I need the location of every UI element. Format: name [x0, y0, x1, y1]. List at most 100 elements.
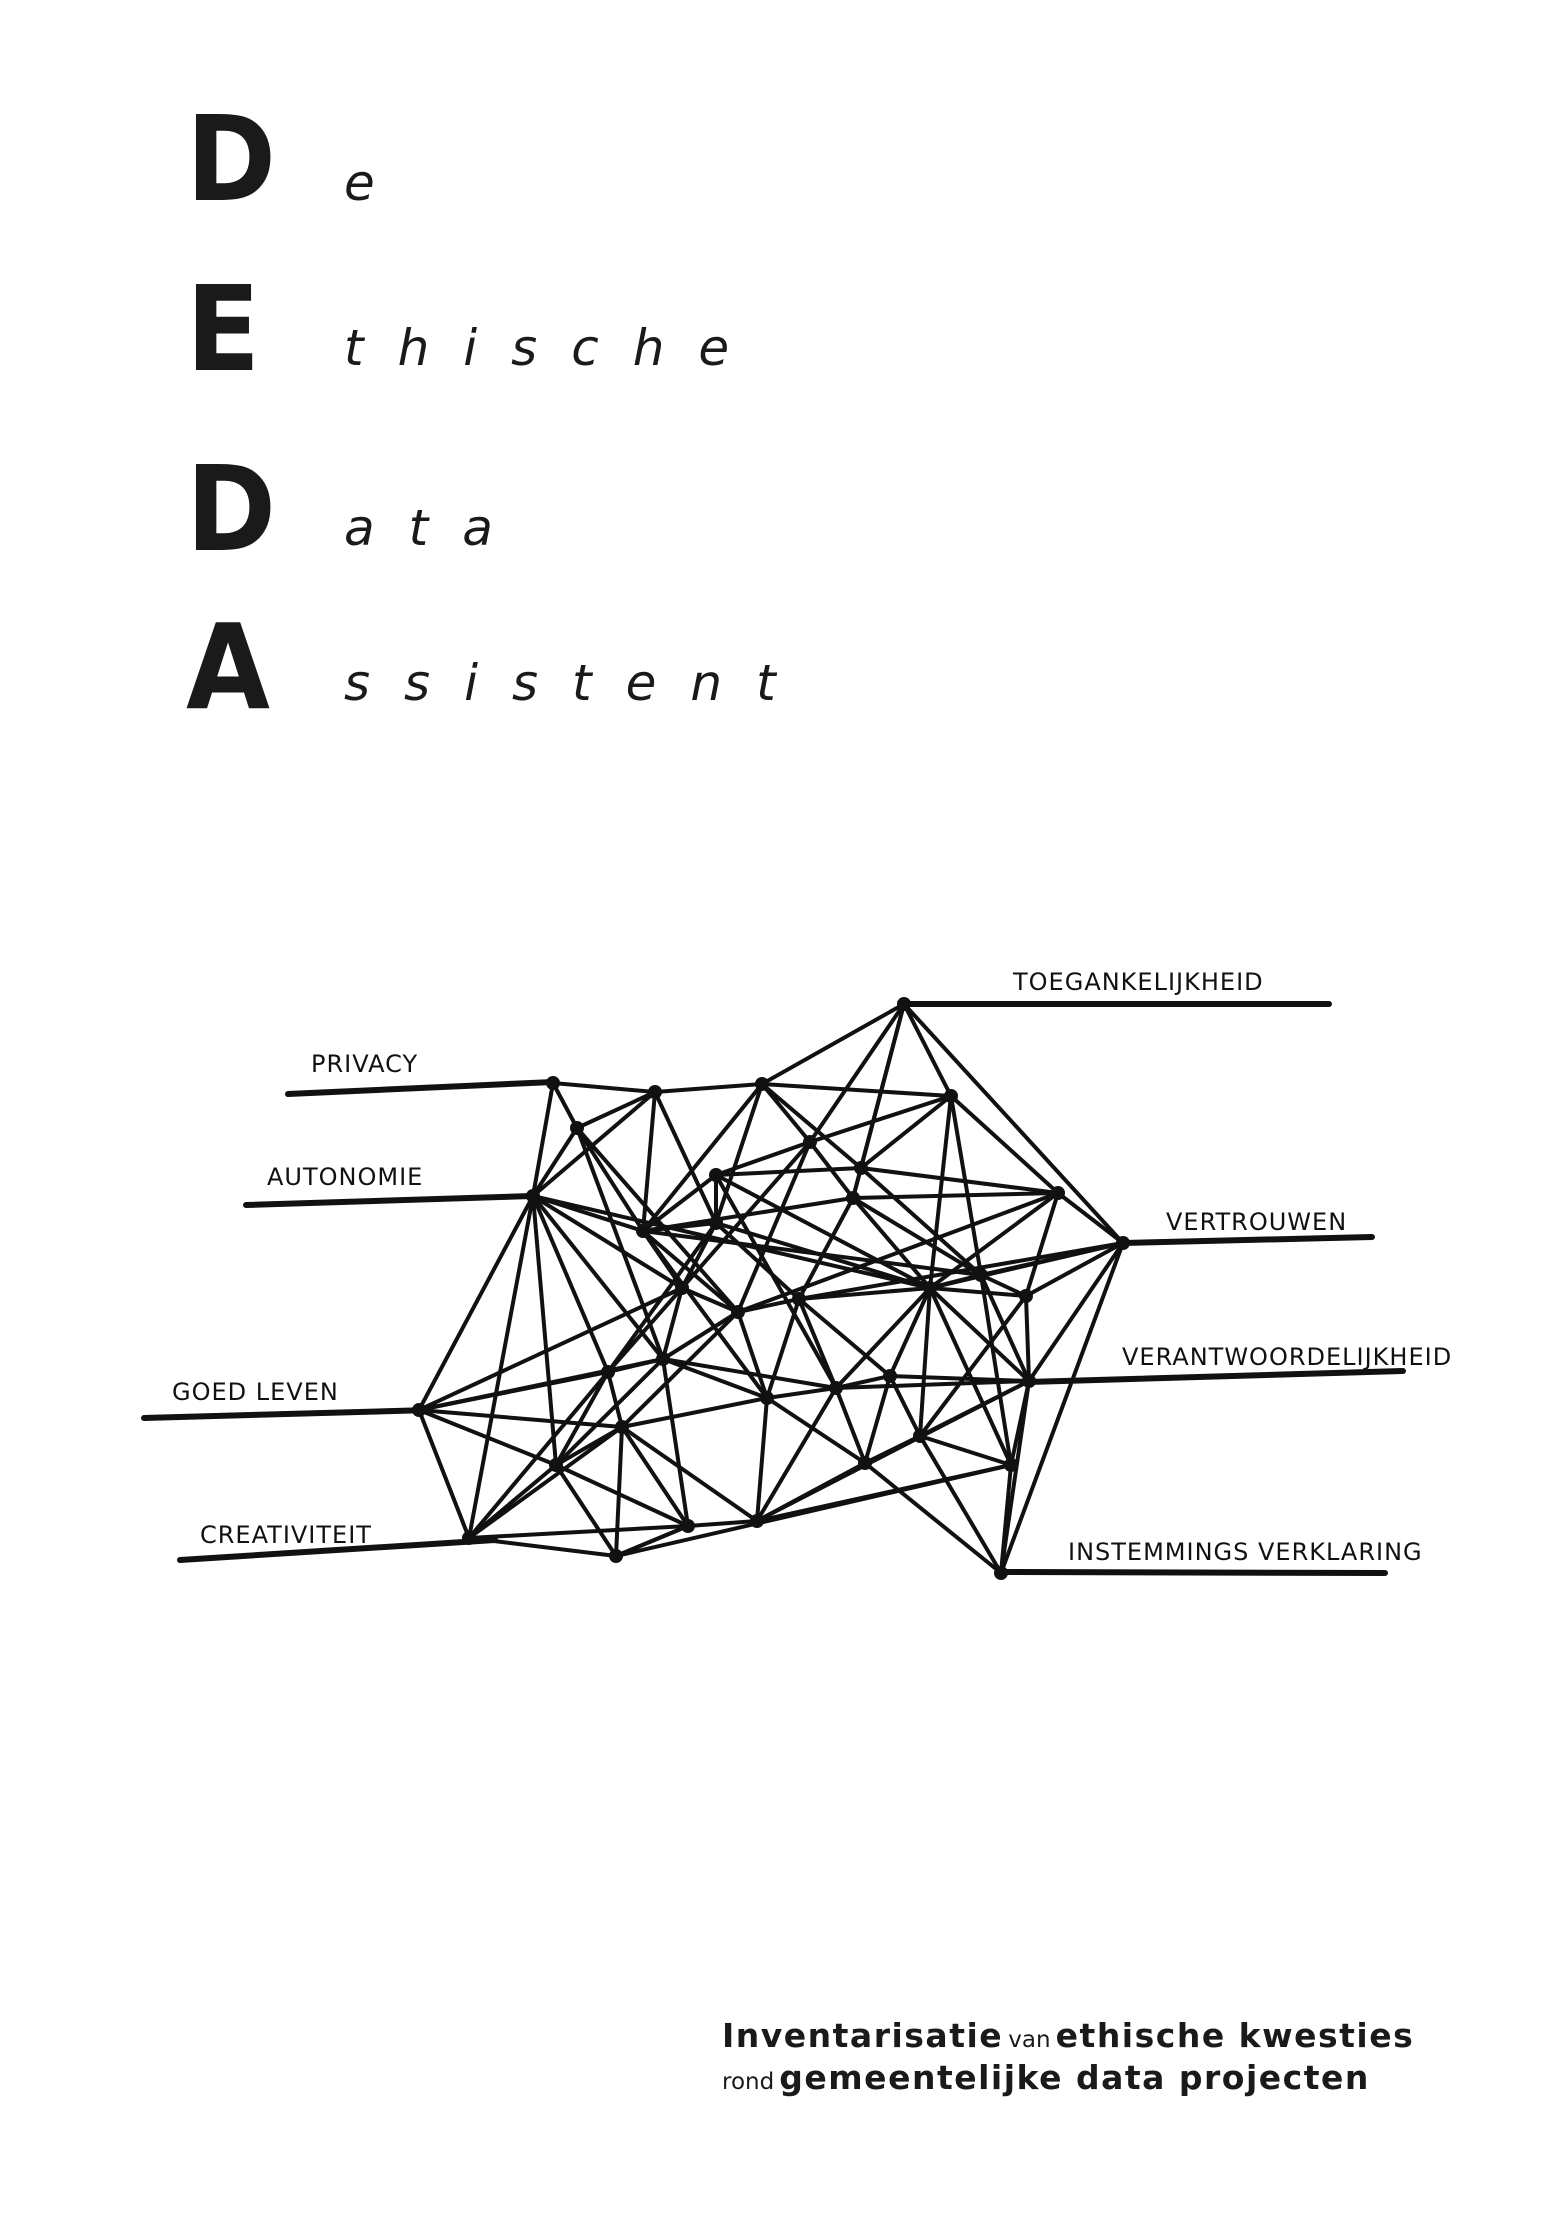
network-edge — [620, 1425, 759, 1523]
network-node — [609, 1549, 623, 1563]
network-edge — [918, 1294, 1028, 1438]
network-edge — [760, 1082, 812, 1144]
network-edge — [417, 1286, 684, 1412]
network-edge — [797, 1286, 932, 1301]
network-edge — [614, 1463, 1013, 1558]
network-edge — [928, 1286, 1013, 1467]
network-edge — [859, 1166, 983, 1277]
creativiteit-label: CREATIVITEIT — [200, 1521, 372, 1549]
toegankelijkheid-label: TOEGANKELIJKHEID — [1012, 968, 1264, 996]
network-edge — [760, 1082, 863, 1170]
network-node — [829, 1381, 843, 1395]
subtitle-rond: rond — [722, 2069, 775, 2095]
network-node — [994, 1566, 1008, 1580]
network-edge — [714, 1173, 838, 1390]
network-edge — [863, 1374, 892, 1465]
network-edge — [531, 1090, 657, 1198]
network-edge — [949, 1094, 983, 1277]
network-edge — [1056, 1191, 1125, 1245]
title-initial-d2: D — [186, 440, 277, 578]
network-edge — [467, 1194, 535, 1540]
network-node — [846, 1191, 860, 1205]
network-edge — [928, 1286, 1031, 1383]
autonomie-label-line — [243, 1193, 536, 1208]
network-edge — [918, 1434, 1013, 1467]
network-edge — [714, 1140, 812, 1177]
network-node — [913, 1429, 927, 1443]
title-word-data: ata — [344, 499, 527, 557]
network-edge — [620, 1396, 769, 1429]
network-edge — [999, 1241, 1125, 1575]
title-word-de: e — [344, 154, 409, 212]
network-edge — [467, 1524, 690, 1540]
network-node — [656, 1352, 670, 1366]
network-edge — [417, 1194, 535, 1412]
verantwoordelijkheid-label: VERANTWOORDELIJKHEID — [1122, 1343, 1452, 1371]
network-edge — [902, 1002, 1125, 1245]
privacy-label: PRIVACY — [311, 1050, 418, 1078]
network-edge — [863, 1461, 1003, 1575]
network-edge — [614, 1425, 624, 1558]
network-edge — [928, 1094, 953, 1290]
network-node — [1004, 1458, 1018, 1472]
network-edge — [949, 1094, 1060, 1195]
autonomie-label: AUTONOMIE — [267, 1163, 423, 1191]
instemmings-verklaring-label-line — [1004, 1569, 1388, 1576]
network-edge — [531, 1194, 610, 1374]
network-edge — [554, 1370, 610, 1467]
network-node — [681, 1519, 695, 1533]
title-word-assistent: ssistent — [344, 654, 810, 712]
network-edge — [417, 1408, 471, 1540]
subtitle-line-1: Inventarisatie van ethische kwesties — [722, 2016, 1414, 2055]
network-edge — [851, 1191, 1060, 1200]
network-edge — [918, 1286, 932, 1438]
network-edge — [808, 1002, 906, 1144]
network-node — [897, 997, 911, 1011]
vertrouwen-label: VERTROUWEN — [1166, 1208, 1347, 1236]
network-edge — [554, 1463, 690, 1528]
subtitle-gemeentelijke-data-projecten: gemeentelijke data projecten — [779, 2058, 1370, 2097]
network-edge — [797, 1196, 855, 1301]
network-node — [709, 1216, 723, 1230]
network-node — [546, 1076, 560, 1090]
network-edge — [736, 1140, 812, 1314]
network-edge — [686, 1519, 759, 1528]
network-edge — [1024, 1191, 1060, 1298]
network-edge — [797, 1297, 892, 1378]
network-edge — [755, 1386, 838, 1523]
network-edge — [551, 1081, 579, 1130]
network-node — [709, 1168, 723, 1182]
network-edge — [736, 1310, 769, 1400]
network-edge — [467, 1370, 610, 1540]
network-node — [549, 1458, 563, 1472]
network-edge — [417, 1357, 665, 1412]
network-edge — [620, 1310, 740, 1429]
network-edge — [661, 1357, 838, 1390]
network-edge — [834, 1379, 1031, 1390]
creativiteit-label-line — [177, 1537, 498, 1563]
network-edge — [575, 1126, 645, 1233]
network-edge — [714, 1082, 764, 1225]
network-node — [750, 1514, 764, 1528]
network-node — [615, 1420, 629, 1434]
network-edge — [797, 1297, 838, 1390]
network-edge — [765, 1297, 801, 1400]
network-node — [636, 1224, 650, 1238]
network-edge — [755, 1396, 769, 1523]
network-node — [974, 1268, 988, 1282]
network-edge — [834, 1386, 867, 1465]
network-node — [675, 1281, 689, 1295]
network-edge — [653, 1090, 718, 1225]
network-edge — [661, 1357, 690, 1528]
network-edge — [714, 1173, 932, 1290]
title-word-ethische: thische — [344, 319, 764, 377]
network-edge — [863, 1434, 922, 1465]
network-edge — [736, 1297, 801, 1314]
network-edge — [680, 1286, 740, 1314]
network-node — [803, 1135, 817, 1149]
network-edge — [653, 1082, 764, 1094]
network-edge — [641, 1082, 764, 1233]
network-node — [648, 1085, 662, 1099]
network-edge — [851, 1196, 932, 1290]
